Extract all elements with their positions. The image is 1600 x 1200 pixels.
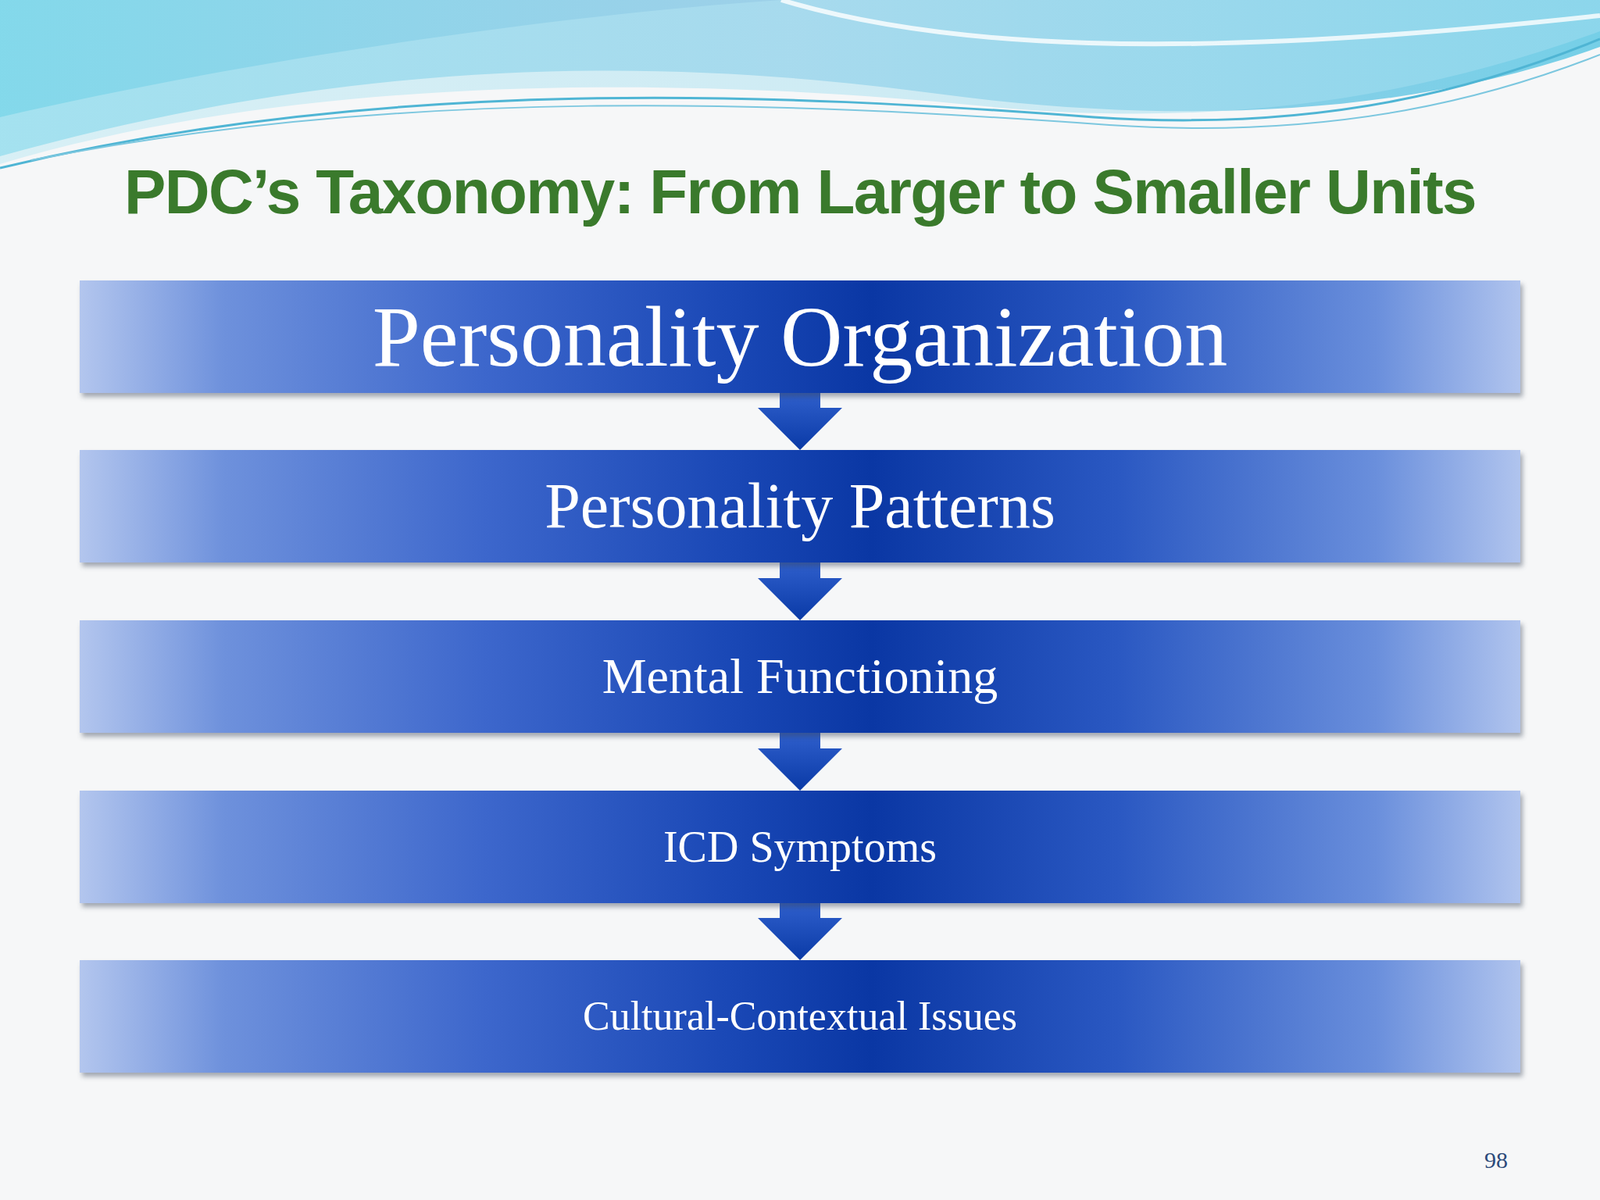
band-label: Personality Patterns — [544, 474, 1056, 539]
down-arrow — [757, 562, 843, 621]
down-arrow — [757, 392, 843, 450]
band-label: Cultural-Contextual Issues — [582, 996, 1018, 1037]
down-arrow — [757, 903, 843, 961]
taxonomy-band: ICD Symptoms — [79, 790, 1521, 904]
down-arrow — [757, 732, 843, 791]
band-label: ICD Symptoms — [663, 825, 937, 869]
taxonomy-band: Mental Functioning — [79, 620, 1521, 733]
band-label: Mental Functioning — [602, 651, 999, 702]
taxonomy-band: Personality Organization — [79, 280, 1521, 393]
page-number: 98 — [1484, 1146, 1508, 1174]
slide-title: PDC’s Taxonomy: From Larger to Smaller U… — [0, 156, 1600, 229]
band-label: Personality Organization — [372, 293, 1229, 380]
taxonomy-band: Cultural-Contextual Issues — [79, 960, 1521, 1073]
taxonomy-band: Personality Patterns — [79, 450, 1521, 563]
